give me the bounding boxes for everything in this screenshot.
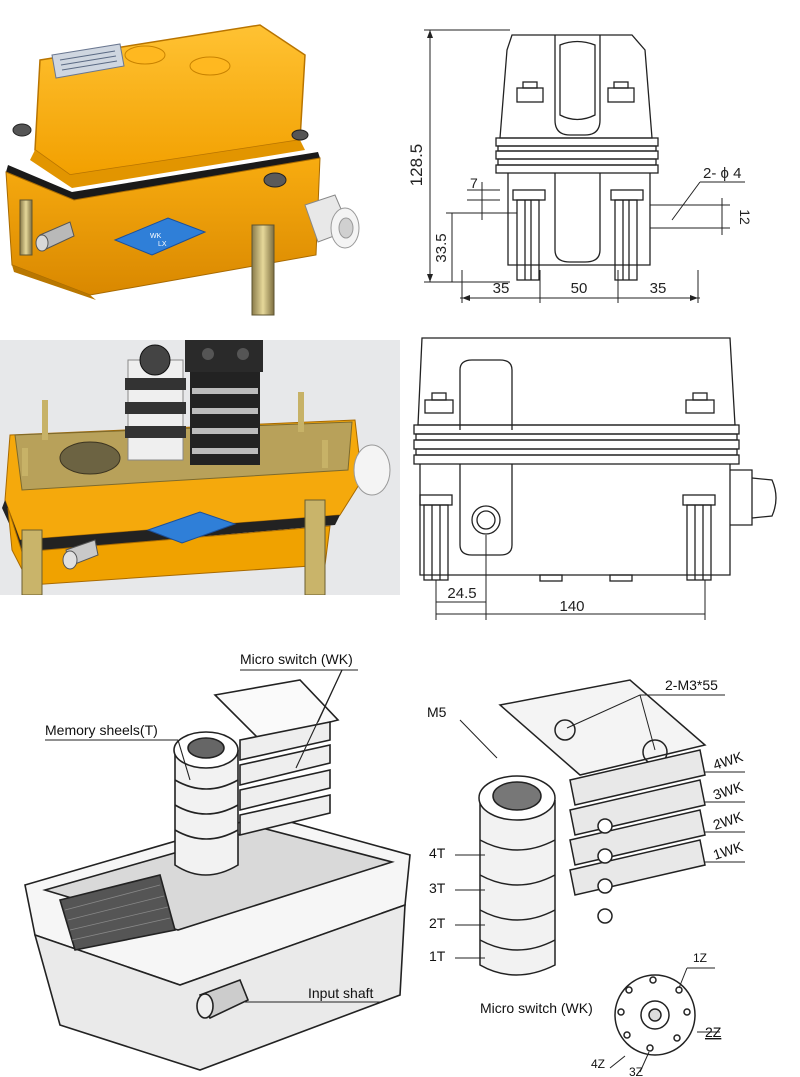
svg-text:2-M3*55: 2-M3*55: [665, 677, 718, 693]
blue-diamond-label: WK LX: [113, 217, 207, 256]
contact-disc-icon: [614, 974, 696, 1056]
svg-text:1Z: 1Z: [693, 951, 707, 965]
lid-bolt-icon: [12, 123, 309, 188]
svg-text:128.5: 128.5: [407, 144, 426, 187]
svg-text:2Z: 2Z: [705, 1024, 722, 1040]
svg-text:2T: 2T: [429, 915, 446, 931]
svg-text:24.5: 24.5: [447, 585, 476, 602]
svg-text:3T: 3T: [429, 880, 446, 896]
switch-plates-4wk: [569, 749, 706, 924]
side-dimension-drawing: 24.5 140: [400, 330, 800, 625]
assembly-detail-diagram: M5 2-M3*55 4WK 3WK 2WK 1WK 4T 3T 2T 1T M…: [415, 640, 800, 1077]
blue-diamond-label-open: [146, 511, 237, 544]
memory-shells-drawing: [173, 731, 239, 876]
svg-text:3Z: 3Z: [629, 1065, 643, 1077]
exploded-view-diagram: Micro switch (WK) Memory sheels(T) Input…: [0, 640, 415, 1077]
switch-stack: [185, 340, 263, 465]
svg-text:Micro switch (WK): Micro switch (WK): [480, 1000, 593, 1016]
front-dimension-drawing: 128.5 33.5 7 35 50 35 2- ϕ 4 12: [400, 0, 800, 325]
micro-switch-plates: [213, 679, 340, 837]
svg-text:Input shaft: Input shaft: [308, 985, 373, 1001]
input-shaft-icon: [35, 221, 75, 252]
svg-text:Micro switch (WK): Micro switch (WK): [240, 651, 353, 667]
svg-text:35: 35: [493, 280, 510, 297]
svg-text:3WK: 3WK: [711, 778, 745, 803]
svg-text:2- ϕ 4: 2- ϕ 4: [703, 165, 741, 182]
svg-text:12: 12: [737, 209, 753, 225]
input-shaft-drawing: [196, 978, 250, 1020]
svg-text:2WK: 2WK: [711, 808, 745, 833]
svg-text:LX: LX: [158, 241, 167, 248]
svg-text:50: 50: [571, 280, 588, 297]
memory-shell-column: [478, 775, 556, 976]
svg-text:M5: M5: [427, 704, 447, 720]
svg-text:7: 7: [470, 175, 478, 191]
svg-text:35: 35: [650, 280, 667, 297]
product-photo-closed: WK LX: [0, 0, 400, 325]
svg-text:33.5: 33.5: [433, 233, 450, 262]
svg-text:4Z: 4Z: [591, 1057, 605, 1071]
svg-text:Memory sheels(T): Memory sheels(T): [45, 722, 158, 738]
nameplate: [51, 43, 125, 79]
svg-text:4WK: 4WK: [711, 748, 745, 773]
svg-text:4T: 4T: [429, 845, 446, 861]
svg-text:1T: 1T: [429, 948, 446, 964]
svg-text:140: 140: [559, 598, 584, 615]
svg-text:1WK: 1WK: [711, 838, 745, 863]
cable-gland-icon: [304, 194, 360, 249]
svg-text:WK: WK: [150, 233, 162, 240]
memory-shells: [125, 344, 186, 461]
product-photo-open: [0, 340, 400, 595]
